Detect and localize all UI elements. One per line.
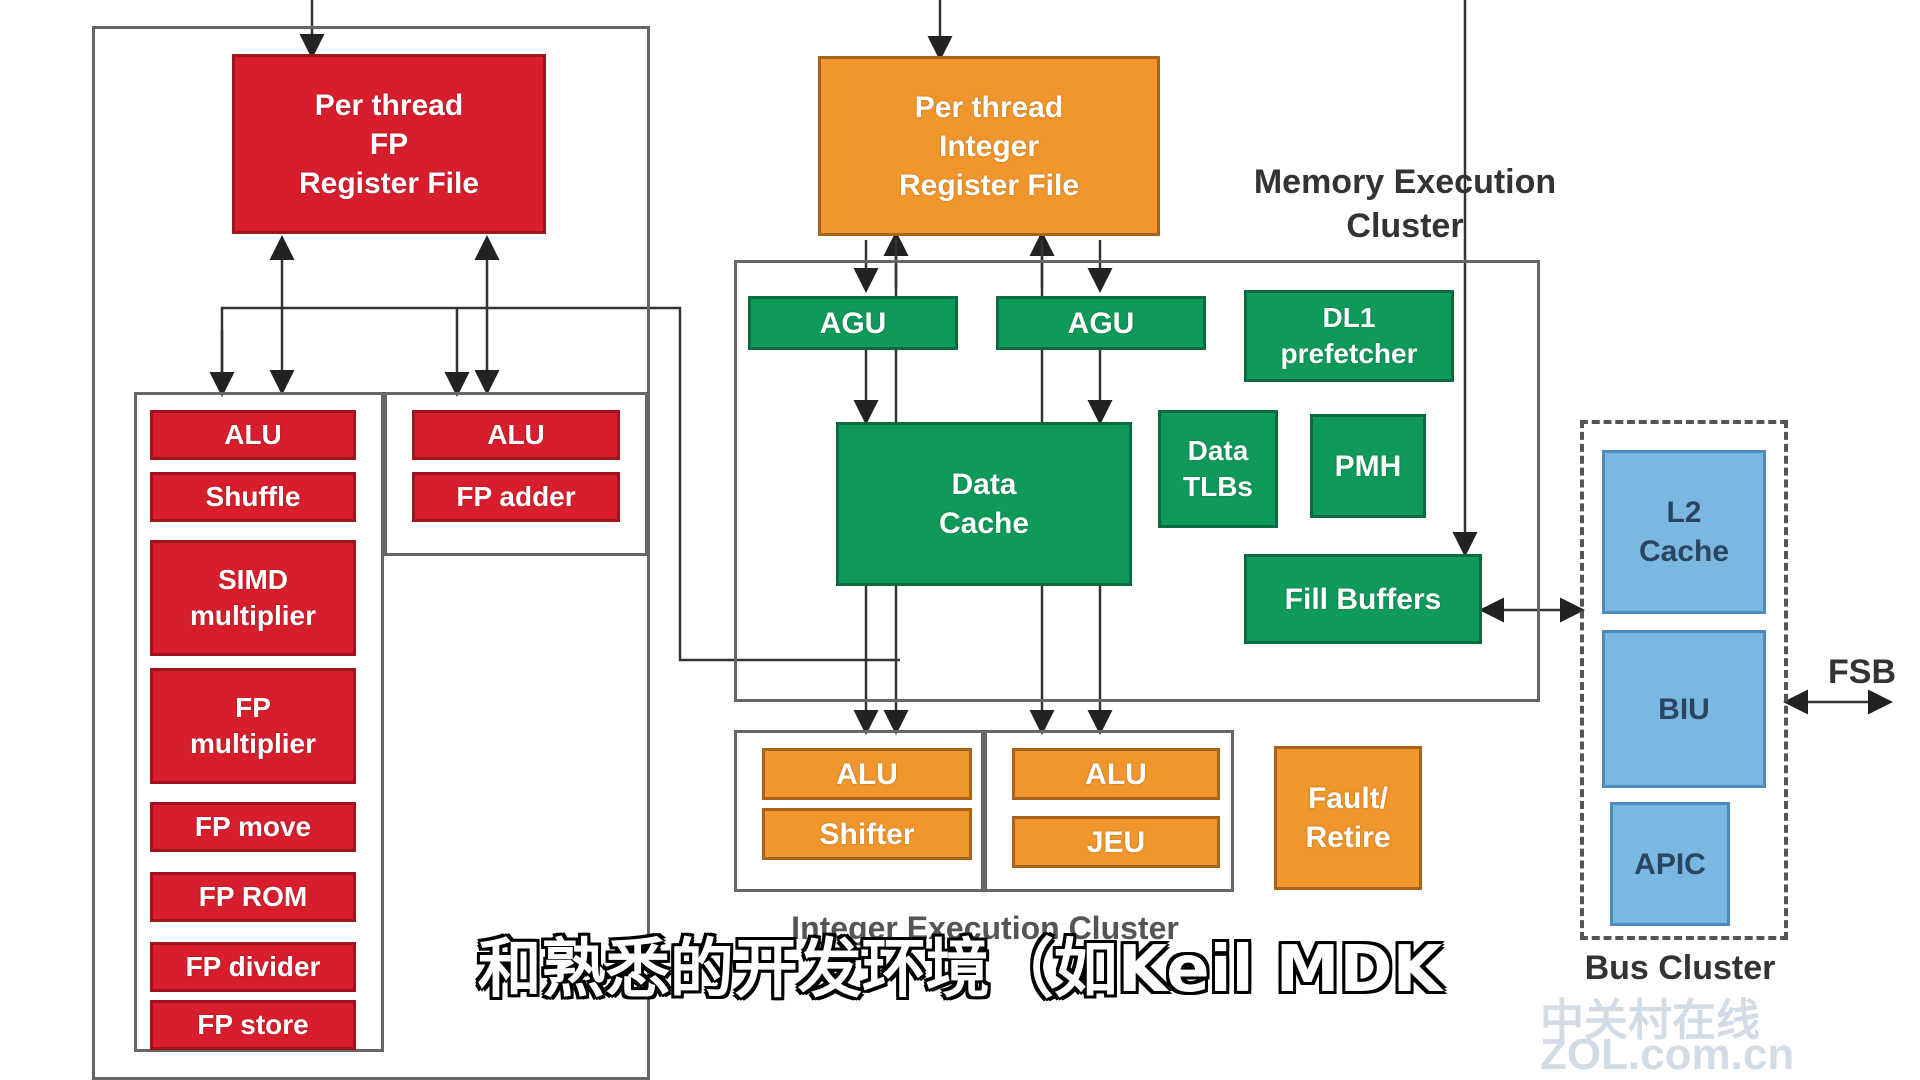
bus-cluster-title: Bus Cluster — [1584, 949, 1776, 987]
memory-cluster-title: Memory Execution Cluster — [1253, 163, 1557, 246]
fsb-label: FSB — [1828, 653, 1896, 691]
data-cache: Data Cache — [836, 422, 1132, 586]
fault-retire: Fault/ Retire — [1274, 746, 1422, 890]
fp-unit-simd-multiplier: SIMD multiplier — [150, 540, 356, 656]
fp-units-frame-left — [134, 392, 384, 1052]
integer-cluster-title: Integer Execution Cluster — [791, 910, 1179, 946]
fp-unit-alu-right: ALU — [412, 410, 620, 460]
data-tlbs: Data TLBs — [1158, 410, 1278, 528]
l2-cache: L2 Cache — [1602, 450, 1766, 614]
fp-unit-fp-divider: FP divider — [150, 942, 356, 992]
integer-jeu: JEU — [1012, 816, 1220, 868]
integer-alu-2: ALU — [1012, 748, 1220, 800]
fill-buffers: Fill Buffers — [1244, 554, 1482, 644]
dl1-prefetcher: DL1 prefetcher — [1244, 290, 1454, 382]
agu-2: AGU — [996, 296, 1206, 350]
integer-cluster-frame-left — [734, 730, 984, 892]
fp-unit-fp-multiplier: FP multiplier — [150, 668, 356, 784]
fp-unit-alu-left: ALU — [150, 410, 356, 460]
fp-unit-fp-move: FP move — [150, 802, 356, 852]
fp-unit-shuffle: Shuffle — [150, 472, 356, 522]
video-subtitle: 和熟悉的开发环境（如Keil MDK — [477, 933, 1443, 1007]
fp-units-frame-right — [384, 392, 648, 556]
fp-unit-fp-store: FP store — [150, 1000, 356, 1050]
pmh: PMH — [1310, 414, 1426, 518]
zol-watermark-line1: 中关村在线 — [1540, 996, 1760, 1045]
memory-cluster-frame — [734, 260, 1540, 702]
bus-cluster-frame — [1580, 420, 1788, 940]
integer-alu-1: ALU — [762, 748, 972, 800]
integer-cluster-frame-right — [984, 730, 1234, 892]
integer-shifter: Shifter — [762, 808, 972, 860]
integer-register-file: Per thread Integer Register File — [818, 56, 1160, 236]
fp-register-file: Per thread FP Register File — [232, 54, 546, 234]
fp-unit-fp-rom: FP ROM — [150, 872, 356, 922]
zol-watermark-line2: ZOL.com.cn — [1540, 1030, 1795, 1079]
apic: APIC — [1610, 802, 1730, 926]
fp-execution-frame — [92, 26, 650, 1080]
fp-unit-fp-adder: FP adder — [412, 472, 620, 522]
biu: BIU — [1602, 630, 1766, 788]
agu-1: AGU — [748, 296, 958, 350]
